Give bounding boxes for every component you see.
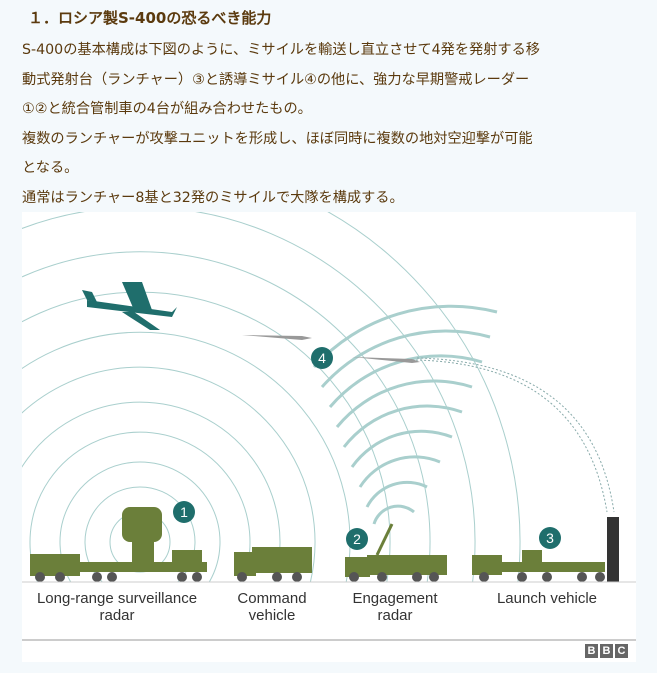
label-line: radar [99, 607, 135, 624]
vehicles [30, 507, 605, 577]
surveillance-radar-waves [22, 212, 521, 582]
marker-2 [346, 528, 368, 550]
marker-4-label: 4 [318, 350, 326, 366]
marker-1-label: 1 [180, 504, 188, 520]
label-line: vehicle [248, 607, 296, 624]
surveillance-truck-cab [30, 554, 80, 576]
engagement-radar-waves [312, 304, 498, 525]
label-line: radar [377, 607, 413, 624]
surveillance-radar-dish [122, 507, 162, 542]
engagement-radar-vehicle [367, 555, 447, 575]
launch-canisters [607, 517, 619, 582]
text-line: 動式発射台（ランチャー）③と誘導ミサイル④の他に、強力な早期警戒レーダー [22, 71, 530, 88]
wheels [35, 572, 605, 582]
marker-4 [311, 347, 333, 369]
surveillance-trailer [77, 562, 207, 572]
text-line: 複数のランチャーが攻撃ユニットを形成し、ほぼ同時に複数の地対空迎撃が可能 [22, 130, 533, 147]
text-line: 通常はランチャー8基と32発のミサイルで大隊を構成する。 [22, 189, 404, 206]
description-paragraph: S-400の基本構成は下図のように、ミサイルを輸送し直立させて4発を発射する移 … [22, 36, 642, 213]
command-vehicle [252, 547, 312, 573]
logo-letter: B [600, 644, 613, 658]
label-launch-vehicle: Launch vehicle [496, 590, 598, 607]
logo-letter: C [615, 644, 628, 658]
text-line: S-400の基本構成は下図のように、ミサイルを輸送し直立させて4発を発射する移 [22, 42, 540, 58]
marker-2-label: 2 [353, 531, 361, 547]
label-line: Command [237, 590, 307, 607]
missile-trajectory [411, 359, 608, 513]
label-command-vehicle: Command vehicle [222, 590, 322, 624]
missile-icon [242, 335, 420, 363]
label-line: Engagement [352, 590, 438, 607]
bbc-logo: B B C [585, 644, 628, 658]
text-line: となる。 [22, 160, 79, 176]
launch-vehicle [500, 562, 605, 572]
label-engagement-radar: Engagement radar [340, 590, 450, 624]
marker-3-label: 3 [546, 530, 554, 546]
label-line: Long-range surveillance [36, 590, 198, 607]
section-heading: １．ロシア製S-400の恐るべき能力 [28, 9, 272, 27]
marker-3 [539, 527, 561, 549]
s400-diagram: 1 2 3 4 Long-range surveillance radar Co… [22, 212, 636, 662]
marker-1 [173, 501, 195, 523]
logo-letter: B [585, 644, 598, 658]
text-line: ①②と統合管制車の4台が組み合わせたもの。 [22, 101, 312, 117]
label-surveillance-radar: Long-range surveillance radar [22, 590, 212, 624]
diagram-graphic: 1 2 3 4 [22, 212, 636, 641]
aircraft-icon [82, 282, 177, 330]
